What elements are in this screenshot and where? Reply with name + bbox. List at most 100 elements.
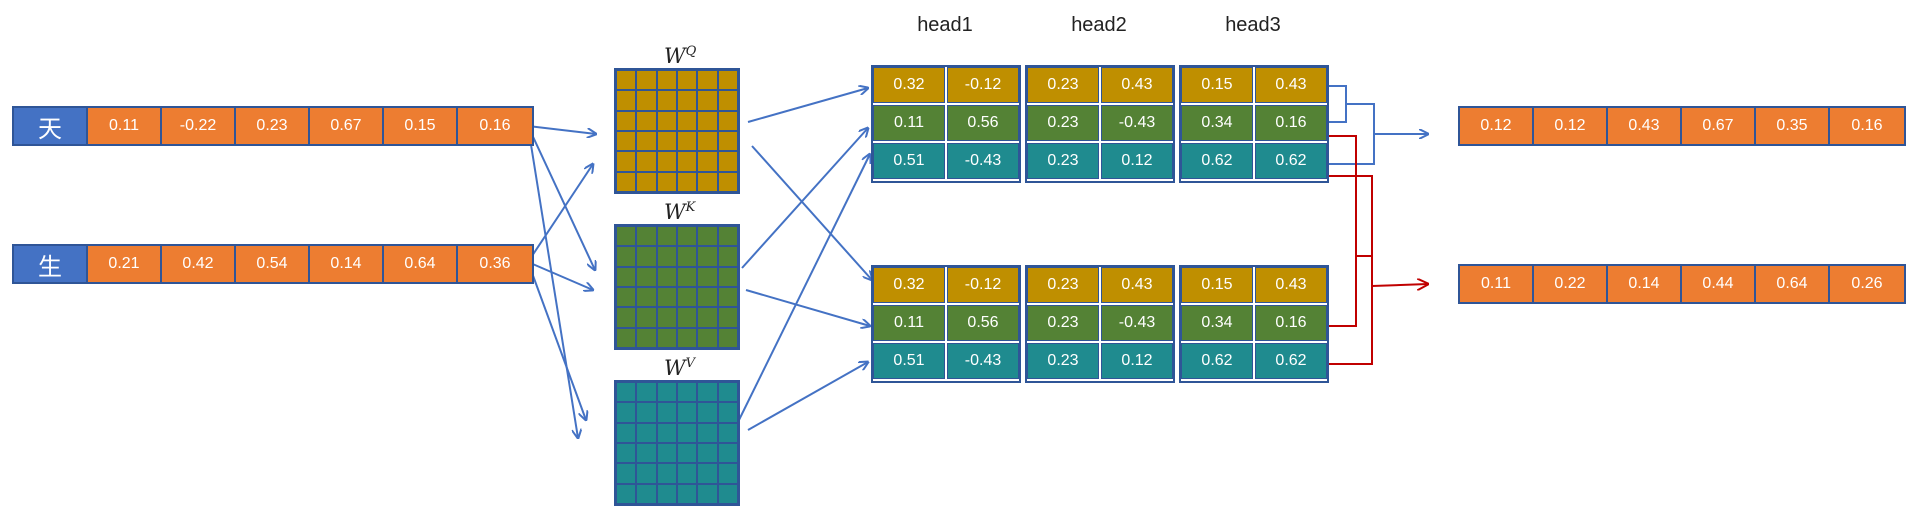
weight-grid-cell	[656, 90, 677, 111]
output-cell: 0.43	[1608, 108, 1682, 144]
head-block-frame	[1025, 265, 1175, 383]
weight-grid-cell	[656, 402, 677, 423]
weight-grid-cell	[677, 483, 698, 504]
weight-grid-cell	[697, 266, 718, 287]
embedding-cell: 0.67	[310, 108, 384, 144]
embedding-cell: 0.14	[310, 246, 384, 282]
weight-grid-cell	[677, 110, 698, 131]
output-cell: 0.35	[1756, 108, 1830, 144]
weight-grid-cell	[677, 402, 698, 423]
weight-grid-cell	[697, 307, 718, 328]
head-title-2: head2	[1071, 14, 1127, 36]
weight-grid-cell	[616, 327, 637, 348]
weight-grid-cell	[677, 422, 698, 443]
weight-grid-cell	[697, 70, 718, 91]
weight-grid-cell	[616, 483, 637, 504]
weight-grid-cell	[636, 327, 657, 348]
arrow-wv-top	[737, 154, 870, 423]
key-cell: 0.34	[1181, 105, 1253, 141]
weight-label-sup: Q	[685, 44, 697, 59]
query-cell: 0.43	[1255, 267, 1327, 303]
weight-grid-cell	[677, 226, 698, 247]
value-cell: 0.62	[1181, 343, 1253, 379]
weight-grid-cell	[697, 151, 718, 172]
weight-grid-cell	[636, 463, 657, 484]
weight-label-base: W	[664, 200, 686, 224]
weight-grid-cell	[656, 382, 677, 403]
weight-grid-cell	[717, 463, 738, 484]
weight-grid-cell	[656, 151, 677, 172]
weight-grid-cell	[616, 443, 637, 464]
query-cell: 0.32	[873, 67, 945, 103]
weight-grid-cell	[656, 131, 677, 152]
weight-grid-cell	[697, 110, 718, 131]
weight-grid-cell	[656, 246, 677, 267]
weight-grid-cell	[717, 226, 738, 247]
output-cell: 0.67	[1682, 108, 1756, 144]
weight-label-wk: WK	[664, 200, 695, 224]
weight-grid-cell	[636, 287, 657, 308]
key-cell: -0.43	[1101, 305, 1173, 341]
weight-grid-cell	[636, 402, 657, 423]
weight-grid-cell	[697, 402, 718, 423]
weight-grid-cell	[656, 422, 677, 443]
weight-grid-cell	[717, 327, 738, 348]
key-cell: 0.11	[873, 105, 945, 141]
value-cell: 0.23	[1027, 143, 1099, 179]
weight-grid-cell	[616, 70, 637, 91]
weight-grid-cell	[677, 171, 698, 192]
embedding-cell: 0.42	[162, 246, 236, 282]
weight-grid-cell	[717, 287, 738, 308]
weight-grid-cell	[656, 226, 677, 247]
query-cell: 0.23	[1027, 67, 1099, 103]
weight-grid-cell	[697, 382, 718, 403]
embedding-cell: 0.36	[479, 255, 511, 272]
weight-grid-cell	[677, 287, 698, 308]
embedding-cell: 0.16	[479, 117, 511, 134]
weight-grid-cell	[616, 266, 637, 287]
value-cell: 0.62	[1255, 343, 1327, 379]
weight-grid-cell	[677, 443, 698, 464]
arrow-tok2-wk	[527, 261, 593, 290]
weight-grid-cell	[616, 463, 637, 484]
weight-grid-cell	[677, 151, 698, 172]
query-row: 0.32-0.12	[872, 266, 1020, 304]
weight-grid-cell	[717, 402, 738, 423]
weight-grid-cell	[717, 483, 738, 504]
value-cell: 0.51	[873, 143, 945, 179]
weight-grid-cell	[616, 171, 637, 192]
weight-grid-cell	[697, 422, 718, 443]
output-cell: 0.16	[1851, 117, 1883, 134]
value-cell: -0.43	[947, 143, 1019, 179]
query-row: 0.32-0.12	[872, 66, 1020, 104]
weight-grid-cell	[677, 266, 698, 287]
output-cell: 0.64	[1756, 266, 1830, 302]
weight-grid-cell	[636, 110, 657, 131]
weight-matrix-wq	[614, 68, 740, 194]
key-row: 0.23-0.43	[1026, 104, 1174, 142]
weight-grid-cell	[656, 266, 677, 287]
weight-label-base: W	[664, 44, 686, 68]
value-cell: 0.12	[1101, 143, 1173, 179]
weight-grid-cell	[656, 483, 677, 504]
key-cell: -0.43	[1101, 105, 1173, 141]
weight-grid-cell	[677, 327, 698, 348]
weight-grid-cell	[697, 287, 718, 308]
arrow-wk-bottom	[745, 289, 870, 326]
arrow-tok2-wq	[527, 164, 593, 263]
embedding-cell: 0.11	[88, 108, 162, 144]
weight-grid-cell	[717, 246, 738, 267]
arrow-wq-bottom	[751, 145, 872, 280]
weight-grid-cell	[636, 226, 657, 247]
arrow-tok1-wk	[527, 125, 595, 270]
weight-grid-cell	[677, 307, 698, 328]
